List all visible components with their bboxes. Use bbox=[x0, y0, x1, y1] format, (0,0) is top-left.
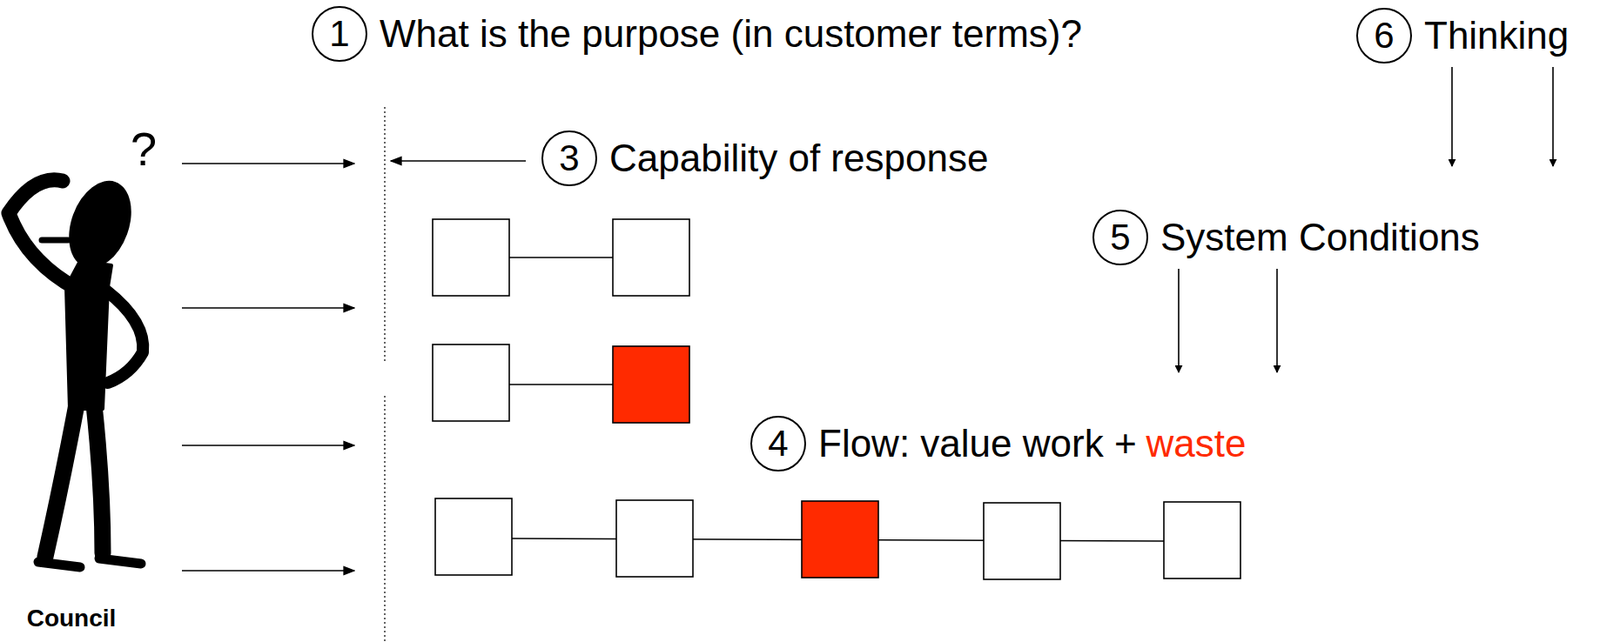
heading-text: Flow: value work + bbox=[818, 421, 1137, 467]
question-mark: ? bbox=[130, 121, 157, 176]
callout-number: 6 bbox=[1356, 7, 1412, 64]
callout-node: 4Flow: value work +waste bbox=[750, 416, 1247, 472]
thinking-person bbox=[8, 172, 143, 568]
demand-arrows bbox=[181, 163, 355, 572]
callout-node: 5System Conditions bbox=[1092, 209, 1480, 266]
capability-arrow bbox=[390, 160, 526, 162]
caption-label: Council bbox=[26, 605, 117, 633]
callout-number: 4 bbox=[750, 416, 807, 472]
heading-text: Thinking bbox=[1424, 13, 1569, 59]
callout-node: 1What is the purpose (in customer terms)… bbox=[311, 6, 1083, 62]
callout-number: 5 bbox=[1092, 209, 1149, 266]
flow-boxes bbox=[432, 219, 1241, 580]
callout-number: 1 bbox=[311, 6, 368, 62]
callout-node: 3Capability of response bbox=[541, 130, 989, 187]
heading-text: What is the purpose (in customer terms)? bbox=[379, 11, 1083, 57]
influence-arrow bbox=[1552, 67, 1554, 167]
influence-arrow bbox=[1451, 67, 1453, 167]
heading-text: waste bbox=[1146, 421, 1247, 467]
heading-text: System Conditions bbox=[1160, 215, 1480, 261]
heading-text: Capability of response bbox=[609, 135, 989, 182]
callout-number: 3 bbox=[541, 130, 598, 187]
callout-node: 6 Thinking bbox=[1356, 7, 1569, 64]
influence-arrow bbox=[1177, 268, 1180, 373]
boundary-line bbox=[383, 107, 386, 642]
influence-arrow bbox=[1276, 268, 1278, 373]
